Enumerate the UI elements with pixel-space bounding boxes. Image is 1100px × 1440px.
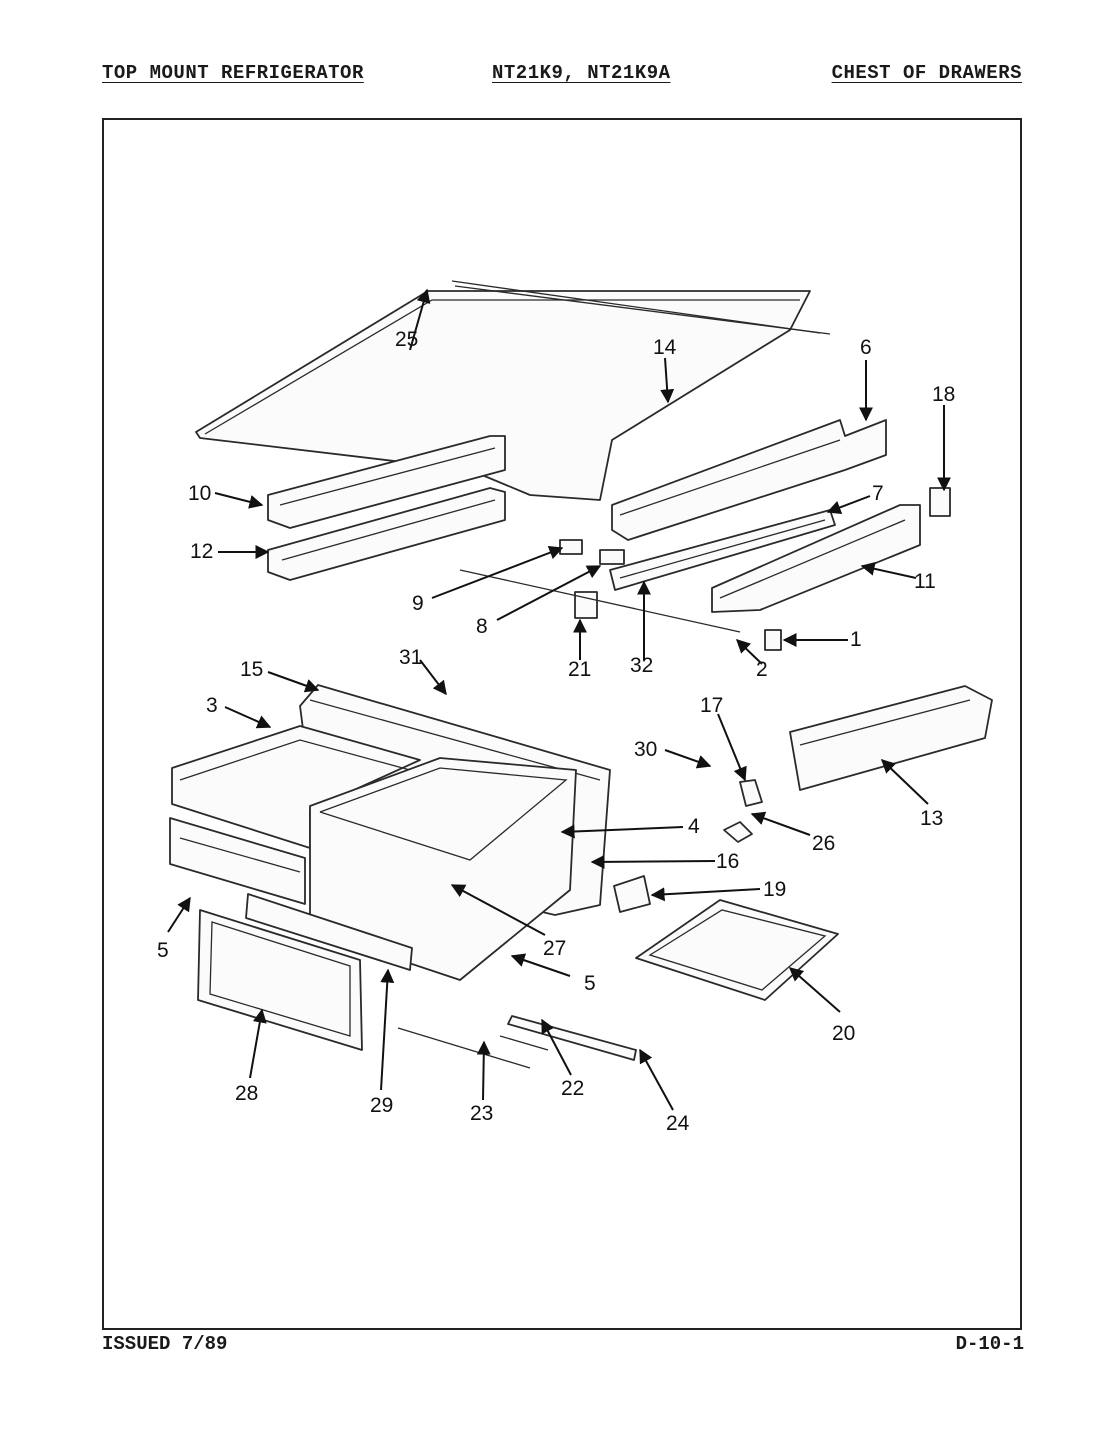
callout-20: 20 xyxy=(832,1022,855,1045)
callout-22: 22 xyxy=(561,1077,584,1100)
right-rail-upper xyxy=(611,419,887,541)
callout-6: 6 xyxy=(860,336,872,359)
diagram-frame xyxy=(102,118,1022,1330)
callout-32: 32 xyxy=(630,654,653,677)
header-model-numbers: NT21K9, NT21K9A xyxy=(492,62,671,84)
callout-9: 9 xyxy=(412,592,424,615)
left-drawer-lower xyxy=(169,817,306,905)
rod xyxy=(459,569,741,633)
drawer-front xyxy=(197,909,363,1051)
header-title: TOP MOUNT REFRIGERATOR xyxy=(102,62,364,84)
callout-11: 11 xyxy=(914,570,936,593)
callout-13: 13 xyxy=(920,807,943,830)
callout-2: 2 xyxy=(756,658,768,681)
callout-10: 10 xyxy=(188,482,211,505)
right-rail-lower xyxy=(711,504,921,613)
small-hardware xyxy=(397,779,763,1069)
left-rail-upper xyxy=(267,435,506,529)
drawer-handle xyxy=(245,893,413,971)
callout-16: 16 xyxy=(716,850,739,873)
center-rail xyxy=(609,509,836,591)
callout-8: 8 xyxy=(476,615,488,638)
callout-23: 23 xyxy=(470,1102,493,1125)
callout-28: 28 xyxy=(235,1082,258,1105)
leader-arrows xyxy=(167,288,951,1111)
callout-17: 17 xyxy=(700,694,723,717)
callout-7: 7 xyxy=(872,482,884,505)
footer-issue-date: ISSUED 7/89 xyxy=(102,1333,228,1355)
callout-3: 3 xyxy=(206,694,218,717)
callout-29: 29 xyxy=(370,1094,393,1117)
callout-25: 25 xyxy=(395,328,418,351)
callout-18: 18 xyxy=(932,383,955,406)
callout-26: 26 xyxy=(812,832,835,855)
callout-14: 14 xyxy=(653,336,677,359)
callout-21: 21 xyxy=(568,658,591,681)
drawer-cover-tray xyxy=(635,899,839,1001)
callout-15: 15 xyxy=(240,658,263,681)
footer-page-code: D-10-1 xyxy=(955,1333,1024,1355)
callout-24: 24 xyxy=(666,1112,690,1135)
callout-5-left: 5 xyxy=(157,939,169,962)
cover-trim-strip xyxy=(451,280,831,335)
callout-1: 1 xyxy=(850,628,862,651)
callout-labels: 25 14 6 18 10 7 12 11 9 8 1 21 32 2 31 1… xyxy=(157,328,955,1135)
callout-12: 12 xyxy=(190,540,213,563)
callout-30: 30 xyxy=(634,738,657,761)
callout-31: 31 xyxy=(399,646,422,669)
header-section-name: CHEST OF DRAWERS xyxy=(831,62,1022,84)
crisper-cover-shelf xyxy=(195,290,811,501)
callout-19: 19 xyxy=(763,878,786,901)
callout-5-right: 5 xyxy=(584,972,596,995)
left-rail-lower xyxy=(267,487,506,581)
lower-rail-right xyxy=(789,685,993,791)
callout-4: 4 xyxy=(688,815,700,838)
callout-27: 27 xyxy=(543,937,566,960)
